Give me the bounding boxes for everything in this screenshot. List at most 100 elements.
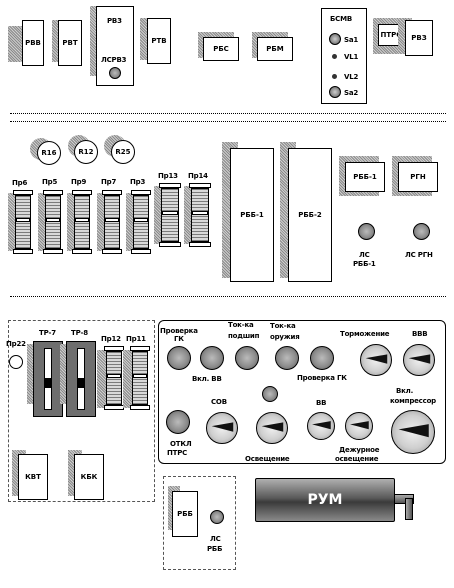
fuse-pr7-label: Пр7 <box>101 178 117 186</box>
lamp-vl2-label: VL2 <box>344 73 359 81</box>
indicator-lamp <box>262 386 278 402</box>
relay-rv3-right[interactable]: РВЗ <box>405 20 433 56</box>
relay-ptrs-label: ПТРС <box>380 31 402 39</box>
relay-kbk-label: КБК <box>80 473 98 481</box>
relay-rvt-label: РВТ <box>62 39 78 47</box>
fuse-pr5[interactable] <box>43 190 63 254</box>
button-vkl-bb[interactable] <box>200 346 224 370</box>
shadow <box>38 193 48 251</box>
relay-kbk[interactable]: КБК <box>74 454 104 500</box>
panel-left <box>8 320 155 502</box>
switch-osveshenie-label: Освещение <box>245 455 290 463</box>
fuse-pr12-label: Пр12 <box>101 335 121 343</box>
lamp-ls-rbb-label-line1: ЛС <box>210 535 221 543</box>
relay-rvv[interactable]: РВВ <box>22 20 44 66</box>
switch-bv[interactable] <box>307 412 335 440</box>
fuse-pr9-label: Пр9 <box>71 178 87 186</box>
lamp-vl2-indicator <box>332 74 337 79</box>
relay-rgn[interactable]: РГН <box>398 162 438 192</box>
relay-ptrs[interactable]: ПТРС <box>378 24 404 46</box>
relay-rbm-label: РБМ <box>266 45 284 53</box>
relay-rbb-2-label: РББ-2 <box>298 211 322 219</box>
button-prov-gk-label-line2: ГК <box>174 335 184 343</box>
relay-kvt[interactable]: КВТ <box>18 454 48 500</box>
button-tok-podsh[interactable] <box>235 346 259 370</box>
switch-bbb[interactable] <box>403 344 435 376</box>
relay-rbs[interactable]: РБС <box>203 37 239 61</box>
reversor-handle[interactable] <box>405 498 413 520</box>
button-tok-oruzh[interactable] <box>275 346 299 370</box>
switch-sa1-label: Sa1 <box>344 36 359 44</box>
toggle-tr8[interactable] <box>66 341 96 417</box>
resistor-r12: R12 <box>74 140 98 164</box>
fuse-pr11[interactable] <box>130 346 150 410</box>
panel-rbb <box>163 476 236 570</box>
relay-rbb-label: РББ <box>177 510 193 518</box>
button-tok-podsh-label-line1: Ток-ка <box>228 321 254 329</box>
resistor-r25: R25 <box>111 140 135 164</box>
lamp-ls-rgn-label: ЛС РГН <box>405 251 433 259</box>
lamp-vl1-label: VL1 <box>344 53 359 61</box>
fuse-pr12[interactable] <box>104 346 124 410</box>
block-bsmv-label: БСМВ <box>330 15 352 23</box>
relay-kvt-label: КВТ <box>25 473 41 481</box>
fuse-pr9[interactable] <box>72 190 92 254</box>
reversor-shaft <box>394 494 414 504</box>
relay-rbm[interactable]: РБМ <box>257 37 293 61</box>
button-otkl-ptrs-label-line1: ОТКЛ <box>170 440 192 448</box>
fuse-pr22[interactable] <box>9 355 23 369</box>
toggle-tr7[interactable] <box>33 341 63 417</box>
shadow <box>97 350 107 408</box>
relay-rvt[interactable]: РВТ <box>58 20 82 66</box>
relay-rbb-1-small[interactable]: РББ-1 <box>345 162 385 192</box>
shadow <box>126 193 136 251</box>
relay-rgn-label: РГН <box>410 173 426 181</box>
fuse-pr13[interactable] <box>159 183 181 247</box>
fuse-pr3[interactable] <box>131 190 151 254</box>
switch-tormozhenie[interactable] <box>360 344 392 376</box>
relay-rbb[interactable]: РББ <box>172 491 198 537</box>
relay-rvv-label: РВВ <box>25 39 41 47</box>
switch-sob-label: СОВ <box>211 398 227 406</box>
toggle-tr8-label: ТР-8 <box>71 329 88 337</box>
relay-rtv[interactable]: РТВ <box>147 18 171 64</box>
switch-vkl-kompressor[interactable] <box>391 410 435 454</box>
fuse-pr22-label: Пр22 <box>6 340 26 348</box>
relay-rv3-label: РВ3 <box>107 17 122 25</box>
switch-osveshenie[interactable] <box>256 412 288 444</box>
block-bsmv: БСМВ Sa1 VL1 VL2 Sa2 <box>321 8 367 104</box>
shadow <box>184 186 194 244</box>
switch-sob[interactable] <box>206 412 238 444</box>
switch-sa2[interactable] <box>329 86 341 98</box>
lamp-lsrv3-label: ЛСРВ3 <box>101 56 127 64</box>
fuse-pr14[interactable] <box>189 183 211 247</box>
shadow <box>154 186 164 244</box>
relay-rbs-label: РБС <box>213 45 229 53</box>
relay-rtv-label: РТВ <box>151 37 167 45</box>
fuse-pr6[interactable] <box>13 190 33 254</box>
divider-middle-top <box>10 121 446 122</box>
button-otkl-ptrs[interactable] <box>166 410 190 434</box>
resistor-r12-label: R12 <box>78 148 94 156</box>
shadow <box>52 20 62 62</box>
lamp-ls-rbb-1 <box>358 223 375 240</box>
fuse-pr7[interactable] <box>102 190 122 254</box>
button-proverka-gk-label: Проверка ГК <box>297 374 347 382</box>
fuse-pr3-label: Пр3 <box>130 178 146 186</box>
shadow <box>67 193 77 251</box>
relay-rbb-1-label: РББ-1 <box>240 211 264 219</box>
button-proverka-gk[interactable] <box>310 346 334 370</box>
relay-rbb-1[interactable]: РББ-1 <box>230 148 274 282</box>
lamp-ls-rbb-1-label-line1: ЛС <box>359 251 370 259</box>
relay-rbb-1-small-label: РББ-1 <box>353 173 377 181</box>
button-prov-gk[interactable] <box>167 346 191 370</box>
resistor-r25-label: R25 <box>115 148 131 156</box>
switch-sa1[interactable] <box>329 33 341 45</box>
relay-rbb-2[interactable]: РББ-2 <box>288 148 332 282</box>
fuse-pr13-label: Пр13 <box>158 172 178 180</box>
switch-dezhurnoe[interactable] <box>345 412 373 440</box>
lamp-ls-rbb-1-label-line2: РББ-1 <box>353 260 376 268</box>
reversor-rum[interactable]: РУМ <box>255 478 395 522</box>
relay-rv3[interactable]: РВ3 ЛСРВ3 <box>96 6 134 86</box>
